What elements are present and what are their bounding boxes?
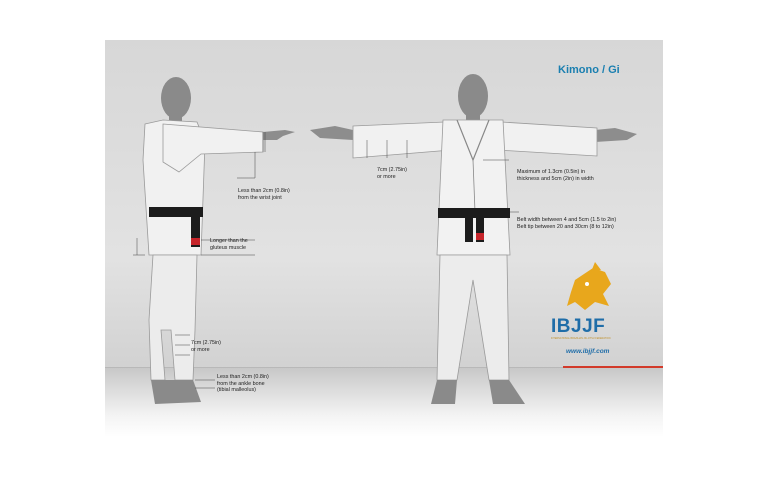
side-view-figure xyxy=(133,77,295,404)
ankle-note: Less than 2cm (0.8in) from the ankle bon… xyxy=(217,374,269,394)
brand-subtitle: INTERNATIONAL BRAZILIAN JIU-JITSU FEDERA… xyxy=(551,337,611,340)
floor-accent-line xyxy=(563,366,663,368)
floor-line xyxy=(105,367,663,368)
wrist-note: Less than 2cm (0.8in) from the wrist joi… xyxy=(238,188,290,201)
figures-diagram xyxy=(133,74,637,404)
lapel-note: Maximum of 1.3cm (0.5in) in thickness an… xyxy=(517,169,594,182)
leg-opening-note: 7cm (2.75in) or more xyxy=(191,340,221,353)
poster-title: Kimono / Gi xyxy=(558,64,620,76)
sleeve-opening-note: 7cm (2.75in) or more xyxy=(377,167,407,180)
gluteus-note: Longer than the gluteus muscle xyxy=(210,238,248,251)
belt-note: Belt width between 4 and 5cm (1.5 to 2in… xyxy=(517,217,617,230)
warrior-lion-icon xyxy=(567,262,611,310)
floor xyxy=(105,368,663,437)
gi-rules-poster: Kimono / Gi Less than 2cm (0.8in) from t… xyxy=(105,40,663,437)
brand-url[interactable]: www.ibjjf.com xyxy=(566,348,610,355)
front-view-figure xyxy=(310,74,637,404)
brand-name: IBJJF xyxy=(551,316,606,337)
